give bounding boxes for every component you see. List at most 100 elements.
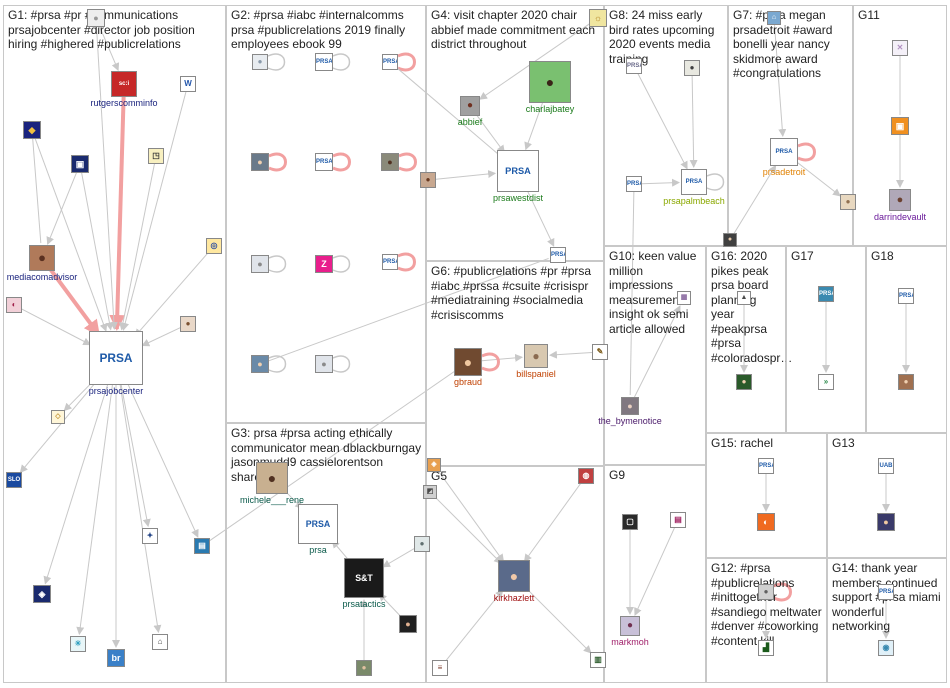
- edge: [774, 24, 787, 138]
- node-g17b[interactable]: »: [818, 374, 834, 390]
- node-g14a[interactable]: PRSA: [878, 584, 894, 600]
- node-gbraud[interactable]: ●: [454, 348, 482, 376]
- node-g3a[interactable]: ●: [414, 536, 430, 552]
- edge: [481, 353, 524, 362]
- node-g13b[interactable]: ●: [877, 513, 895, 531]
- node-g3b[interactable]: ●: [399, 615, 417, 633]
- edge: [34, 138, 108, 332]
- node-g18b[interactable]: ●: [898, 374, 914, 390]
- node-g4a[interactable]: ●: [420, 172, 436, 188]
- node-g1a[interactable]: ◆: [23, 121, 41, 139]
- node-g1e[interactable]: ◳: [148, 148, 164, 164]
- node-g5e[interactable]: ◍: [578, 468, 594, 484]
- node-g1k[interactable]: ✦: [142, 528, 158, 544]
- node-g1b[interactable]: ●: [87, 9, 105, 27]
- node-g2k[interactable]: ●: [315, 355, 333, 373]
- edge: [119, 163, 155, 331]
- node-michele[interactable]: ●: [256, 462, 288, 494]
- node-g2c[interactable]: PRSA: [382, 54, 398, 70]
- node-g9a[interactable]: ▢: [622, 514, 638, 530]
- node-g2e[interactable]: PRSA: [315, 153, 333, 171]
- node-g1m[interactable]: ◈: [33, 585, 51, 603]
- node-g10a[interactable]: ▦: [677, 291, 691, 305]
- node-g2i[interactable]: PRSA: [382, 254, 398, 270]
- node-g1o[interactable]: br: [107, 649, 125, 667]
- node-charla[interactable]: ●: [529, 61, 571, 103]
- node-g15a[interactable]: PRSA: [758, 458, 774, 474]
- group-label: G12: #prsa #publicrelations #inittogethe…: [711, 561, 822, 648]
- node-bills[interactable]: ●: [524, 344, 548, 368]
- node-g1c[interactable]: W: [180, 76, 196, 92]
- node-g13a[interactable]: UAB: [878, 458, 894, 474]
- node-g2a[interactable]: ●: [252, 54, 268, 70]
- node-jobcenter[interactable]: PRSA: [89, 331, 143, 385]
- node-g1n[interactable]: ☀: [70, 636, 86, 652]
- node-g1j[interactable]: SLO: [6, 472, 22, 488]
- node-g11a[interactable]: ✕: [892, 40, 908, 56]
- person-avatar: ●: [463, 354, 473, 370]
- node-palmbeach[interactable]: PRSA: [681, 169, 707, 195]
- logo-icon: ▟: [762, 643, 770, 652]
- edge: [524, 101, 544, 151]
- node-bymen[interactable]: ●: [621, 397, 639, 415]
- node-g8b[interactable]: ●: [684, 60, 700, 76]
- node-g1p[interactable]: ⌂: [152, 634, 168, 650]
- node-g5d[interactable]: ▥: [590, 652, 606, 668]
- node-label: prsadetroit: [762, 167, 806, 177]
- node-g3c[interactable]: ●: [356, 660, 372, 676]
- edge: [634, 527, 676, 616]
- node-g8a[interactable]: PRSA: [626, 58, 642, 74]
- node-kirk[interactable]: ●: [498, 560, 530, 592]
- node-g2h[interactable]: Z: [315, 255, 333, 273]
- logo-icon: ◐: [11, 300, 17, 309]
- node-g12b[interactable]: ▟: [758, 640, 774, 656]
- node-g16a[interactable]: ●: [736, 374, 752, 390]
- node-g2b[interactable]: PRSA: [315, 53, 333, 71]
- prsa-logo: PRSA: [383, 259, 397, 265]
- node-g4b[interactable]: PRSA: [550, 247, 566, 263]
- node-g14b[interactable]: ◉: [878, 640, 894, 656]
- node-rutgers[interactable]: sc:i: [111, 71, 137, 97]
- node-g5a[interactable]: ◈: [427, 458, 441, 472]
- logo-icon: ▤: [674, 515, 682, 524]
- node-g9b[interactable]: ▤: [670, 512, 686, 528]
- node-g8c[interactable]: PRSA: [626, 176, 642, 192]
- node-markmoh[interactable]: ●: [620, 616, 640, 636]
- node-g1i[interactable]: ◇: [51, 410, 65, 424]
- node-g15b[interactable]: ◐: [757, 513, 775, 531]
- node-g7a[interactable]: ⌂: [767, 11, 781, 25]
- node-g7c[interactable]: ●: [723, 233, 737, 247]
- node-g4c[interactable]: ☼: [589, 9, 607, 27]
- node-g6a[interactable]: ✎: [592, 344, 608, 360]
- node-g2j[interactable]: ●: [251, 355, 269, 373]
- node-g5b[interactable]: ◩: [423, 485, 437, 499]
- node-g11b[interactable]: ▣: [891, 117, 909, 135]
- node-g7b[interactable]: ●: [840, 194, 856, 210]
- group-g7: G7: #prsa megan prsadetroit #award bonel…: [728, 5, 853, 246]
- node-g16b[interactable]: ▲: [737, 291, 751, 305]
- self-loop-edge: [267, 53, 286, 71]
- self-loop-edge: [268, 255, 287, 273]
- node-label: prsa: [309, 545, 327, 555]
- node-g5c[interactable]: ≡: [432, 660, 448, 676]
- node-westdist[interactable]: PRSA: [497, 150, 539, 192]
- node-abbief[interactable]: ●: [460, 96, 480, 116]
- node-mediacom[interactable]: ●: [29, 245, 55, 271]
- person-avatar: ●: [763, 587, 769, 596]
- node-g1g[interactable]: ◐: [6, 297, 22, 313]
- node-g17a[interactable]: PRSA: [818, 286, 834, 302]
- node-g18a[interactable]: PRSA: [898, 288, 914, 304]
- node-g2g[interactable]: ●: [251, 255, 269, 273]
- node-g1h[interactable]: ●: [180, 316, 196, 332]
- node-g1d[interactable]: ▣: [71, 155, 89, 173]
- node-g2d[interactable]: ●: [251, 153, 269, 171]
- node-prsa[interactable]: PRSA: [298, 504, 338, 544]
- node-g2f[interactable]: ●: [381, 153, 399, 171]
- node-g1l[interactable]: ▤: [194, 538, 210, 554]
- node-darrin[interactable]: ●: [889, 189, 911, 211]
- node-g12a[interactable]: ●: [758, 584, 774, 600]
- node-detroit[interactable]: PRSA: [770, 138, 798, 166]
- node-g1f[interactable]: ◎: [206, 238, 222, 254]
- node-tactics[interactable]: S&T: [344, 558, 384, 598]
